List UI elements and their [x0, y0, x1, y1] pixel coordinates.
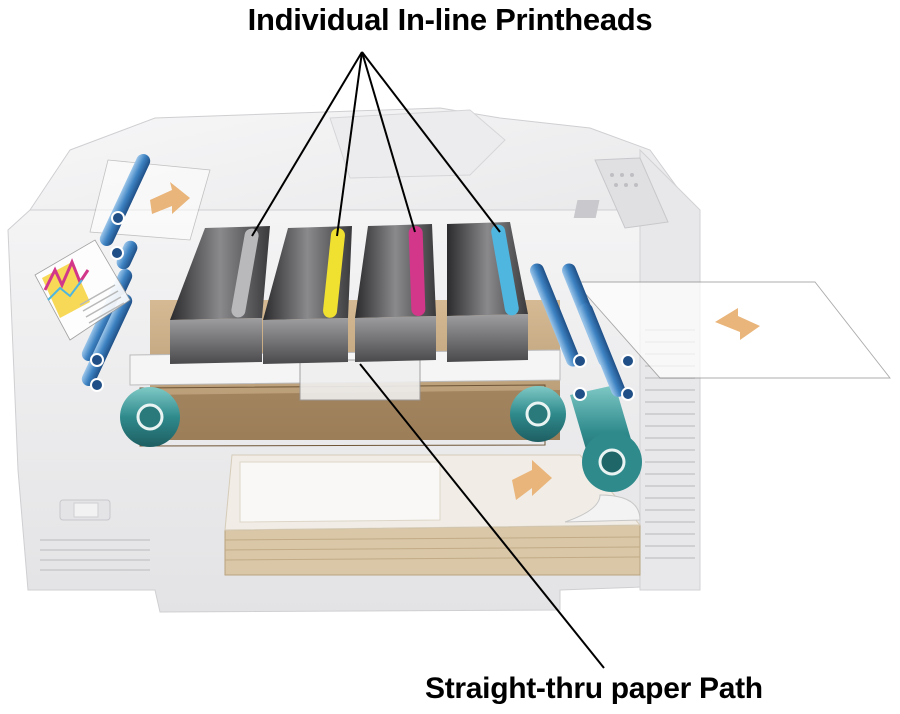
feed-roller [564, 385, 642, 523]
printheads-callout-lines [251, 51, 501, 237]
output-rollers-left [34, 154, 211, 392]
printheads [170, 222, 528, 364]
black-printhead [170, 226, 270, 364]
paper-path-label: Straight-thru paper Path [425, 672, 763, 705]
paper-direction-arrow-left [150, 182, 190, 214]
input-rollers-right [530, 263, 891, 401]
paper-direction-arrow-tray [512, 460, 552, 500]
paper-path-callout-line [359, 363, 605, 669]
control-panel [573, 157, 669, 229]
yellow-printhead [263, 226, 352, 364]
printheads-label: Individual In-line Printheads [247, 2, 653, 37]
paper-tray [224, 454, 642, 576]
paper-direction-arrow-right [715, 308, 760, 340]
magenta-printhead [355, 224, 436, 362]
cyan-printhead [447, 222, 528, 362]
